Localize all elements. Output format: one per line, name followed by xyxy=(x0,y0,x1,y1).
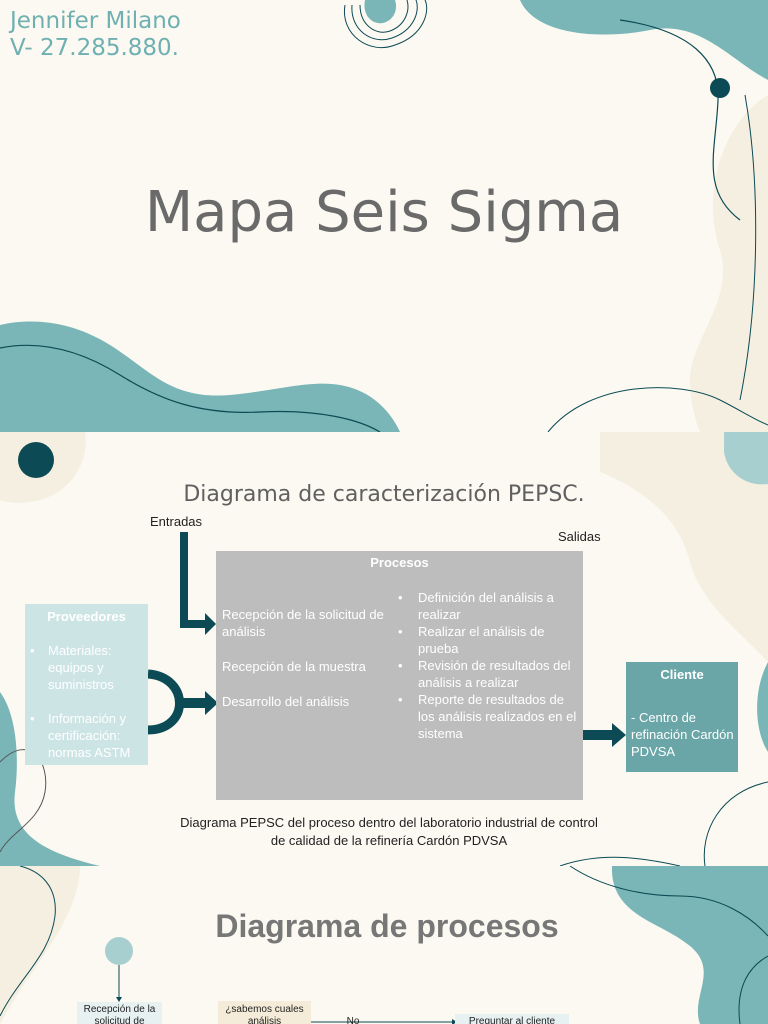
proceso-item: Recepción de la solicitud de análisis xyxy=(222,607,384,639)
cliente-box xyxy=(626,662,738,772)
procesos-right-list: Definición del análisis a realizar Reali… xyxy=(398,589,580,742)
proceso-bullet: Reporte de resultados de los análisis re… xyxy=(398,691,580,742)
proceso-item: Desarrollo del análisis xyxy=(222,694,350,709)
proveedor-item: Materiales: equipos y suministros xyxy=(30,642,148,693)
process-diagram-title: Diagrama de procesos xyxy=(215,908,559,944)
flow-label-no: No xyxy=(346,1016,360,1024)
slide-title-heading: Mapa Seis Sigma xyxy=(144,180,624,245)
slide-pepsc: Diagrama de caracterización PEPSC. Entra… xyxy=(0,432,768,866)
decorative-shapes xyxy=(0,866,768,1024)
entradas-label: Entradas xyxy=(150,514,203,529)
proceso-bullet: Definición del análisis a realizar xyxy=(398,589,580,623)
proveedores-list: Materiales: equipos y suministros Inform… xyxy=(30,642,148,778)
decorative-shapes xyxy=(0,0,768,432)
flow-box-recepcion: Recepción de la solicitud de xyxy=(83,1004,156,1024)
author-id: V- 27.285.880. xyxy=(10,35,179,61)
salidas-label: Salidas xyxy=(558,529,601,544)
cliente-text: - Centro de refinación Cardón PDVSA xyxy=(631,710,734,759)
pepsc-caption: Diagrama PEPSC del proceso dentro del la… xyxy=(180,815,598,848)
author-block: Jennifer Milano V- 27.285.880. xyxy=(10,8,181,62)
cliente-header: Cliente xyxy=(660,667,704,682)
proceso-item: Recepción de la muestra xyxy=(222,659,366,674)
pepsc-title: Diagrama de caracterización PEPSC. xyxy=(183,482,585,507)
proceso-bullet: Revisión de resultados del análisis a re… xyxy=(398,657,580,691)
proveedores-header: Proveedores xyxy=(47,609,126,624)
slide-title: Jennifer Milano V- 27.285.880. Mapa Seis… xyxy=(0,0,768,432)
flow-box-preguntar: Preguntar al cliente xyxy=(468,1016,556,1024)
author-name: Jennifer Milano xyxy=(10,8,181,34)
procesos-left-list: Recepción de la solicitud de análisis Re… xyxy=(222,606,392,728)
decorative-shapes xyxy=(0,432,768,866)
proceso-bullet: Realizar el análisis de prueba xyxy=(398,623,580,657)
proveedor-item: Información y certificación: normas ASTM xyxy=(30,710,148,761)
flow-decision-box: ¿sabemos cuales análisis xyxy=(225,1004,304,1024)
procesos-header: Procesos xyxy=(370,555,429,570)
slide-process-diagram: Diagrama de procesos Recepción de la sol… xyxy=(0,866,768,1024)
